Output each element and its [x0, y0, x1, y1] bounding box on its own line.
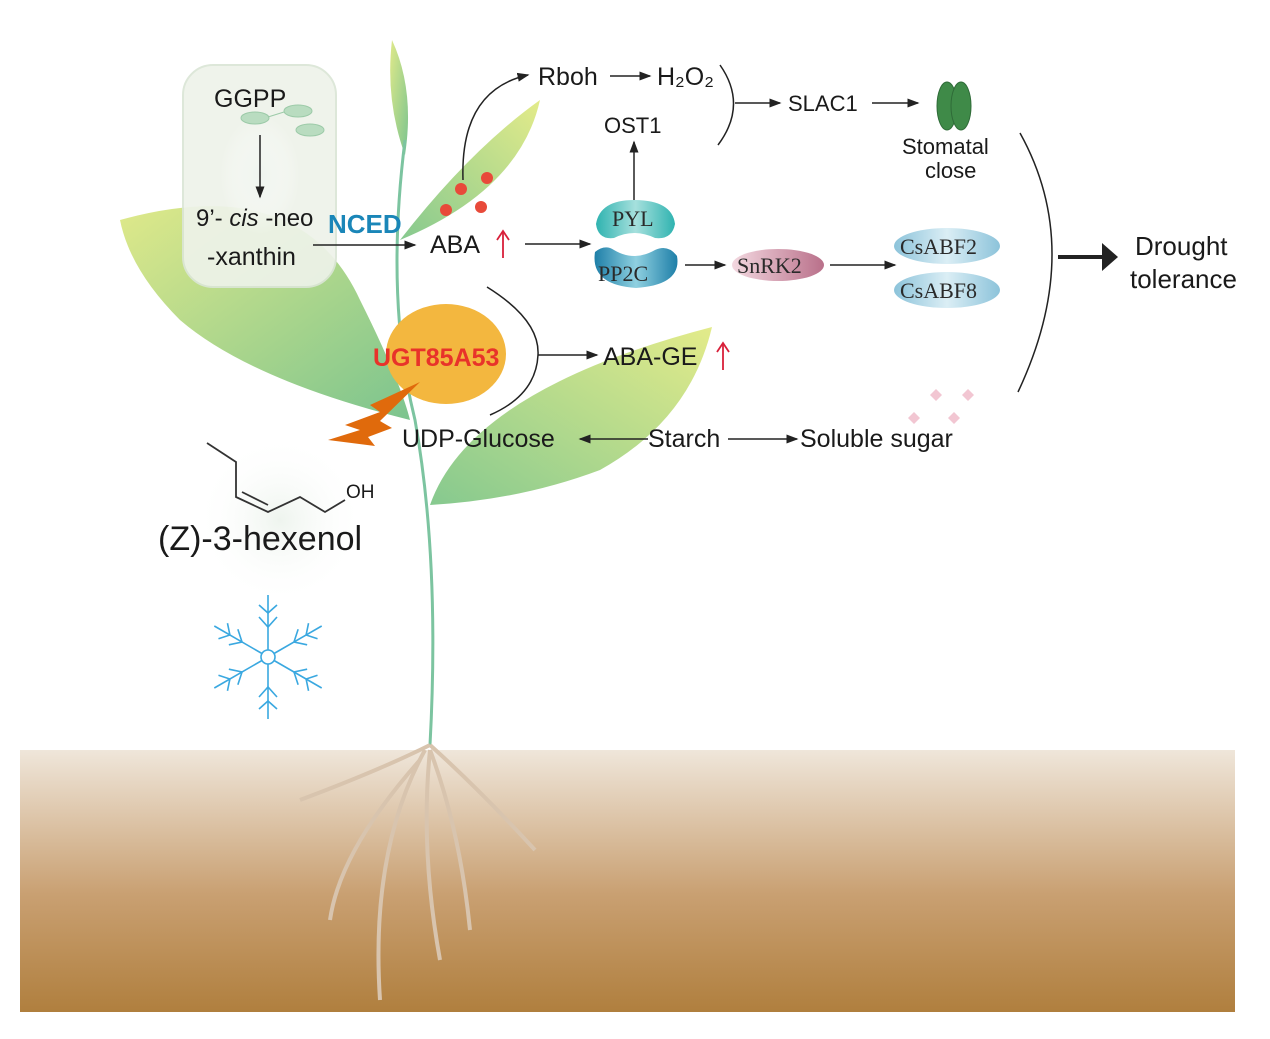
- slac1-label: SLAC1: [788, 91, 858, 116]
- stomatal-close-label-line2: close: [925, 158, 976, 183]
- xanthin-label: -xanthin: [207, 243, 296, 271]
- leaf-lower: [430, 327, 712, 505]
- hexenol-label: (Z)-3-hexenol: [158, 520, 362, 558]
- oh-label: OH: [346, 482, 375, 503]
- starch-label: Starch: [648, 425, 720, 453]
- soil: [20, 750, 1235, 1012]
- soluble-sugar-label: Soluble sugar: [800, 425, 953, 453]
- nced-label: NCED: [328, 209, 402, 239]
- h2o2-label: H₂O₂: [657, 63, 714, 91]
- chloroplast-icon: [240, 104, 325, 137]
- ugt-ellipse: [386, 304, 506, 404]
- drought-label-line2: tolerance: [1130, 264, 1237, 294]
- stomatal-close-label-line1: Stomatal: [902, 134, 989, 159]
- csabf8-ellipse: [894, 272, 1000, 308]
- ggpp-label: GGPP: [214, 85, 286, 113]
- snrk2-label: SnRK2: [737, 253, 802, 278]
- udp-glucose-label: UDP-Glucose: [402, 425, 555, 453]
- ost1-label: OST1: [604, 113, 661, 138]
- leaf-top: [390, 40, 409, 155]
- aba-ge-label: ABA-GE: [603, 343, 697, 371]
- drought-label-line1: Drought: [1135, 231, 1228, 261]
- hexenol-structure: [206, 442, 346, 514]
- pyl-label: PYL: [612, 206, 654, 231]
- snrk2-ellipse: [732, 249, 824, 281]
- roots: [299, 743, 537, 1001]
- ugt85a53-label: UGT85A53: [373, 344, 499, 372]
- pp2c-label: PP2C: [598, 261, 648, 286]
- csabf2-label: CsABF2: [900, 234, 977, 259]
- up-arrow-icon: [716, 341, 730, 370]
- rboh-label: Rboh: [538, 63, 598, 91]
- sugar-crystals-icon: [908, 389, 974, 424]
- up-arrow-icon: [496, 229, 510, 258]
- pp2c-phosphatase: [594, 247, 678, 288]
- csabf8-label: CsABF8: [900, 278, 977, 303]
- drought-arrow-head: [1102, 243, 1118, 271]
- aba-label: ABA: [430, 231, 480, 259]
- stomata-icon: [936, 81, 972, 131]
- snowflake-icon: [209, 595, 327, 720]
- aba-dots: [440, 172, 493, 216]
- leaf-upper: [400, 100, 540, 240]
- neoxanthin-label: 9’- cis -neo: [196, 205, 313, 232]
- stem: [395, 139, 435, 746]
- csabf2-ellipse: [894, 228, 1000, 264]
- pyl-receptor: [596, 200, 675, 239]
- lightning-icon: [328, 382, 420, 446]
